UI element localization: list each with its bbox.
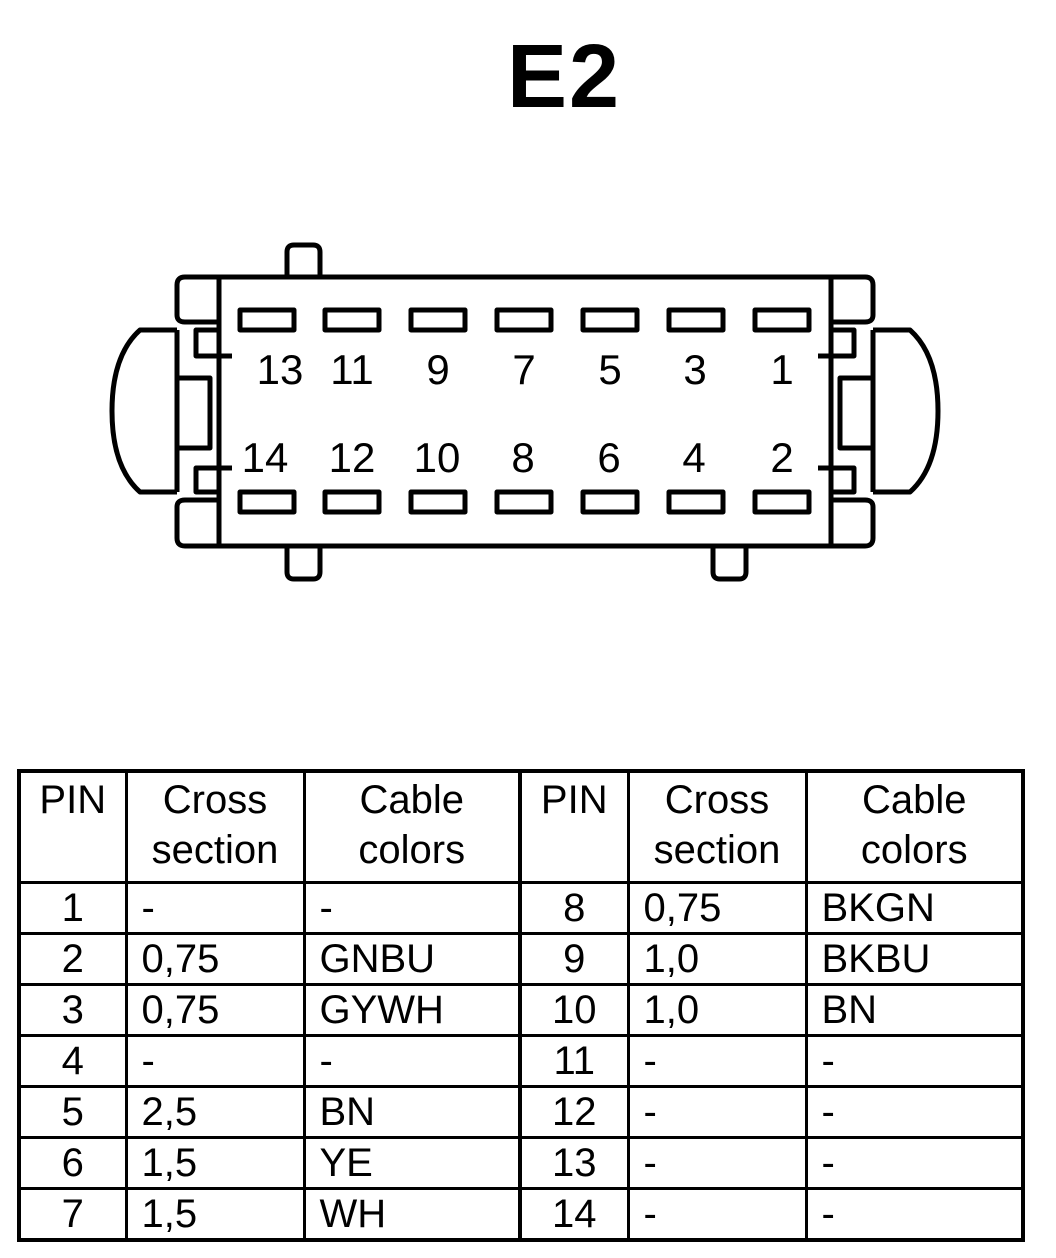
bottom-latch-left [284, 546, 323, 582]
cross-section-cell: - [626, 1136, 808, 1190]
cable-color-cell: - [804, 1085, 1025, 1139]
pin-slot [494, 489, 554, 515]
top-latch [284, 242, 323, 277]
cross-section-cell: - [626, 1034, 808, 1088]
pin-cell: 2 [17, 932, 128, 986]
cable-color-cell: BN [302, 1085, 522, 1139]
cable-color-cell: GYWH [302, 983, 522, 1037]
cross-section-cell: 1,0 [626, 932, 808, 986]
pin-number-label: 14 [242, 434, 289, 481]
pin-slot [494, 307, 554, 333]
table-row: 6 1,5 YE 13 - - [17, 1136, 1025, 1190]
cable-color-cell: BKGN [804, 881, 1025, 935]
pin-cell: 11 [518, 1034, 630, 1088]
cross-section-cell: - [124, 881, 306, 935]
pin-cell: 7 [17, 1187, 128, 1242]
pin-cell: 10 [518, 983, 630, 1037]
header-pin: PIN [518, 769, 630, 884]
cable-color-cell: - [302, 881, 522, 935]
pin-slot [322, 307, 382, 333]
cross-section-cell: 1,5 [124, 1136, 306, 1190]
connector-title: E2 [506, 27, 622, 127]
pin-number-label: 3 [683, 346, 706, 393]
pin-number-label: 7 [512, 346, 535, 393]
cable-color-cell: - [804, 1136, 1025, 1190]
cross-section-cell: - [626, 1085, 808, 1139]
pin-slot [237, 307, 297, 333]
pin-slot [580, 307, 640, 333]
connector-body [216, 274, 834, 549]
pin-cell: 14 [518, 1187, 630, 1242]
pin-slot [580, 489, 640, 515]
table-row: 4 - - 11 - - [17, 1034, 1025, 1088]
pin-number-label: 12 [329, 434, 376, 481]
cable-color-cell: YE [302, 1136, 522, 1190]
cross-section-cell: 1,0 [626, 983, 808, 1037]
pin-slot [666, 307, 726, 333]
cross-section-cell: 0,75 [124, 983, 306, 1037]
pin-cell: 9 [518, 932, 630, 986]
pin-number-label: 2 [770, 434, 793, 481]
cable-color-cell: BKBU [804, 932, 1025, 986]
bottom-latch-right [710, 546, 749, 582]
pin-slot [666, 489, 726, 515]
pin-slot [752, 307, 812, 333]
table-row: 1 - - 8 0,75 BKGN [17, 881, 1025, 935]
pin-number-label: 5 [598, 346, 621, 393]
cable-color-cell: - [804, 1187, 1025, 1242]
pin-number-label: 10 [414, 434, 461, 481]
pin-slot [408, 307, 468, 333]
pin-slot [237, 489, 297, 515]
pin-slot [322, 489, 382, 515]
table-row: 5 2,5 BN 12 - - [17, 1085, 1025, 1139]
pin-cell: 6 [17, 1136, 128, 1190]
table-row: 7 1,5 WH 14 - - [17, 1187, 1025, 1242]
pin-cell: 5 [17, 1085, 128, 1139]
connector-diagram: 13 11 9 7 5 3 1 14 12 10 8 6 4 2 [109, 242, 941, 582]
cable-color-cell: - [804, 1034, 1025, 1088]
pin-number-label: 8 [511, 434, 534, 481]
pin-number-label: 6 [597, 434, 620, 481]
pin-cell: 13 [518, 1136, 630, 1190]
left-bulge [109, 327, 177, 495]
pin-cell: 3 [17, 983, 128, 1037]
pin-number-label: 1 [770, 346, 793, 393]
pin-number-label: 13 [257, 346, 304, 393]
cross-section-cell: - [626, 1187, 808, 1242]
pin-slot [752, 489, 812, 515]
pin-number-label: 4 [682, 434, 705, 481]
right-bulge [873, 327, 941, 495]
pin-number-label: 11 [330, 346, 374, 393]
cable-color-cell: BN [804, 983, 1025, 1037]
pin-cell: 12 [518, 1085, 630, 1139]
pin-cell: 4 [17, 1034, 128, 1088]
pin-cell: 8 [518, 881, 630, 935]
pin-number-label: 9 [426, 346, 449, 393]
cable-color-cell: - [302, 1034, 522, 1088]
pin-slot [408, 489, 468, 515]
header-pin: PIN [17, 769, 128, 884]
cross-section-cell: 0,75 [124, 932, 306, 986]
cross-section-cell: 2,5 [124, 1085, 306, 1139]
cable-color-cell: WH [302, 1187, 522, 1242]
table-row: 2 0,75 GNBU 9 1,0 BKBU [17, 932, 1025, 986]
cross-section-cell: 1,5 [124, 1187, 306, 1242]
cross-section-cell: - [124, 1034, 306, 1088]
pin-cell: 1 [17, 881, 128, 935]
cable-color-cell: GNBU [302, 932, 522, 986]
table-row: 3 0,75 GYWH 10 1,0 BN [17, 983, 1025, 1037]
cross-section-cell: 0,75 [626, 881, 808, 935]
